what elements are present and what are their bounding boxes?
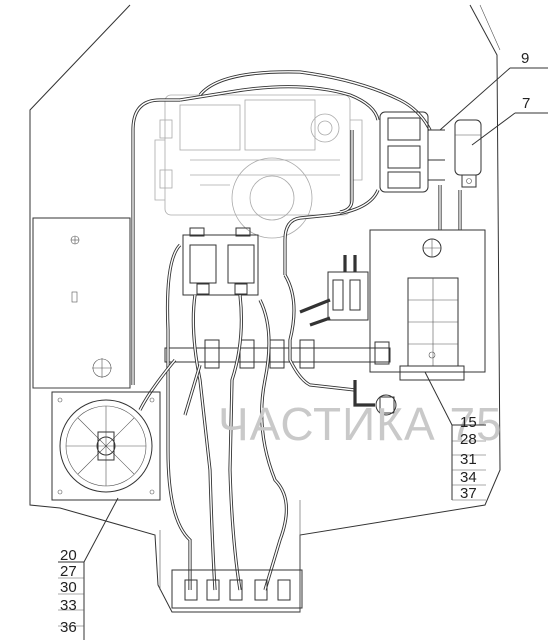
callout-stack-right: 15 28 31 34 37 (424, 371, 486, 502)
callout-right-4: 37 (460, 485, 477, 502)
callout-7-label: 7 (522, 95, 530, 112)
callout-left-1: 27 (60, 563, 77, 580)
cooler-fan (51, 391, 161, 501)
left-valve-bank (182, 227, 259, 296)
callout-left-0: 20 (60, 547, 77, 564)
callout-left-2: 30 (60, 579, 77, 596)
callout-right-1: 28 (460, 431, 477, 448)
hose-bundle (138, 243, 356, 591)
callout-7: 7 (471, 95, 548, 146)
callout-right-3: 34 (460, 469, 477, 486)
callout-stack-left: 20 27 30 33 36 (58, 497, 119, 640)
callout-left-4: 36 (60, 619, 77, 636)
chassis-outline-inner (159, 4, 501, 612)
watermark: ЧАСТИКА 75 (218, 398, 503, 450)
filter-fitting (353, 380, 397, 416)
hose-set-right (283, 189, 380, 275)
feed-line-top (179, 85, 380, 121)
left-cabinet (32, 217, 131, 389)
chassis-outline (29, 4, 501, 613)
callout-9-label: 9 (521, 50, 529, 67)
callout-right-2: 31 (460, 451, 477, 468)
hydraulic-tank (369, 229, 486, 381)
engine-ghost (154, 94, 363, 239)
callout-9: 9 (439, 50, 548, 131)
center-distributor (327, 255, 369, 321)
outlet-connectors (171, 569, 303, 609)
feed-line-left (131, 98, 180, 385)
top-valve-block (379, 111, 445, 193)
callout-right-0: 15 (460, 414, 477, 431)
callout-left-3: 33 (60, 597, 77, 614)
filter-canister (454, 119, 482, 188)
manifold-rail (164, 339, 391, 369)
